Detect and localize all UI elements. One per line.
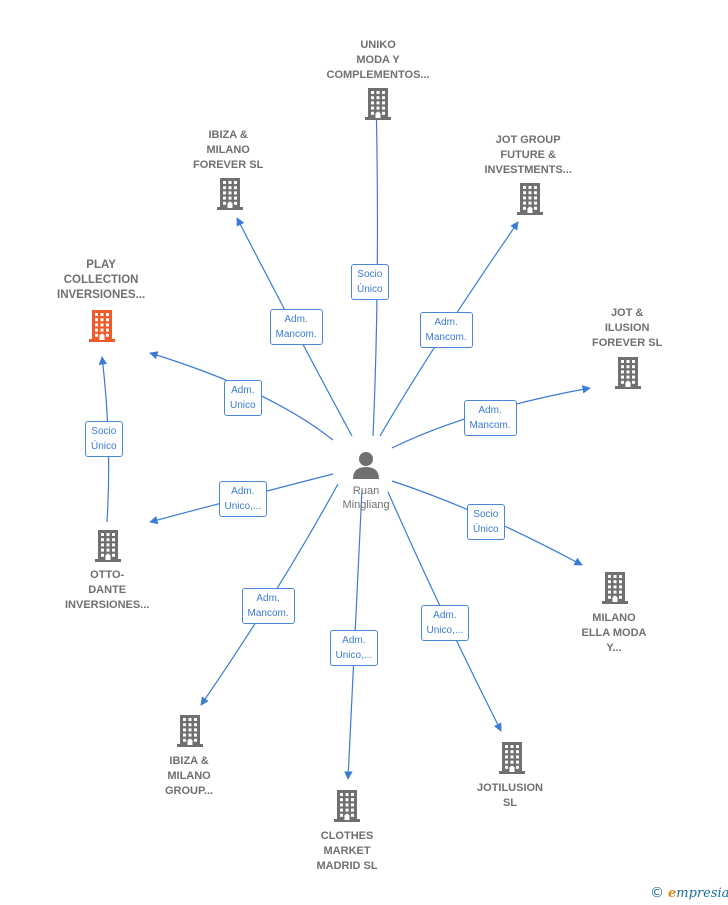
company-label-uniko[interactable]: UNIKO MODA Y COMPLEMENTOS... xyxy=(326,39,430,81)
copyright-icon: © xyxy=(650,885,664,901)
company-label-ibiza-milano-forever[interactable]: IBIZA & MILANO FOREVER SL xyxy=(193,129,264,171)
building-icon[interactable] xyxy=(497,740,527,779)
relation-label[interactable]: Adm. Mancom. xyxy=(269,309,323,345)
building-icon[interactable] xyxy=(93,528,123,567)
brand-initial: e xyxy=(668,886,677,901)
person-icon[interactable] xyxy=(351,450,381,485)
building-icon[interactable] xyxy=(87,308,117,347)
center-person-name: Ruan Mingliang xyxy=(342,485,390,511)
company-label-otto-dante[interactable]: OTTO- DANTE INVERSIONES... xyxy=(65,569,150,611)
building-icon[interactable] xyxy=(215,176,245,215)
company-label-play-collection[interactable]: PLAY COLLECTION INVERSIONES... xyxy=(57,259,146,301)
building-icon[interactable] xyxy=(363,86,393,125)
building-icon[interactable] xyxy=(175,713,205,752)
relation-label[interactable]: Adm. Unico,... xyxy=(329,630,379,666)
company-label-jot-ilusion[interactable]: JOT & ILUSION FOREVER SL xyxy=(592,307,663,349)
relation-label[interactable]: Adm. Unico,... xyxy=(420,605,470,641)
empresia-logo: © empresia xyxy=(650,885,728,901)
company-label-jot-group[interactable]: JOT GROUP FUTURE & INVESTMENTS... xyxy=(484,134,572,176)
relation-label[interactable]: Adm. Mancom. xyxy=(241,588,295,624)
building-icon[interactable] xyxy=(613,355,643,394)
company-label-ibiza-milano-group[interactable]: IBIZA & MILANO GROUP... xyxy=(165,755,214,797)
company-label-milano-ella[interactable]: MILANO ELLA MODA Y... xyxy=(581,612,647,654)
company-label-clothes-market[interactable]: CLOTHES MARKET MADRID SL xyxy=(316,830,378,872)
relation-label[interactable]: Socio Único xyxy=(467,504,505,540)
building-icon[interactable] xyxy=(600,570,630,609)
relation-label[interactable]: Socio Único xyxy=(85,421,123,457)
company-label-jotilusion[interactable]: JOTILUSION SL xyxy=(477,782,544,809)
relation-label[interactable]: Adm. Unico xyxy=(224,380,262,416)
relation-label[interactable]: Adm. Mancom. xyxy=(463,400,517,436)
building-icon[interactable] xyxy=(515,181,545,220)
brand-name: mpresia xyxy=(676,886,728,901)
relation-label[interactable]: Adm. Unico,... xyxy=(218,481,268,517)
relation-label[interactable]: Socio Único xyxy=(351,264,389,300)
relation-label[interactable]: Adm. Mancom. xyxy=(419,312,473,348)
building-icon[interactable] xyxy=(332,788,362,827)
